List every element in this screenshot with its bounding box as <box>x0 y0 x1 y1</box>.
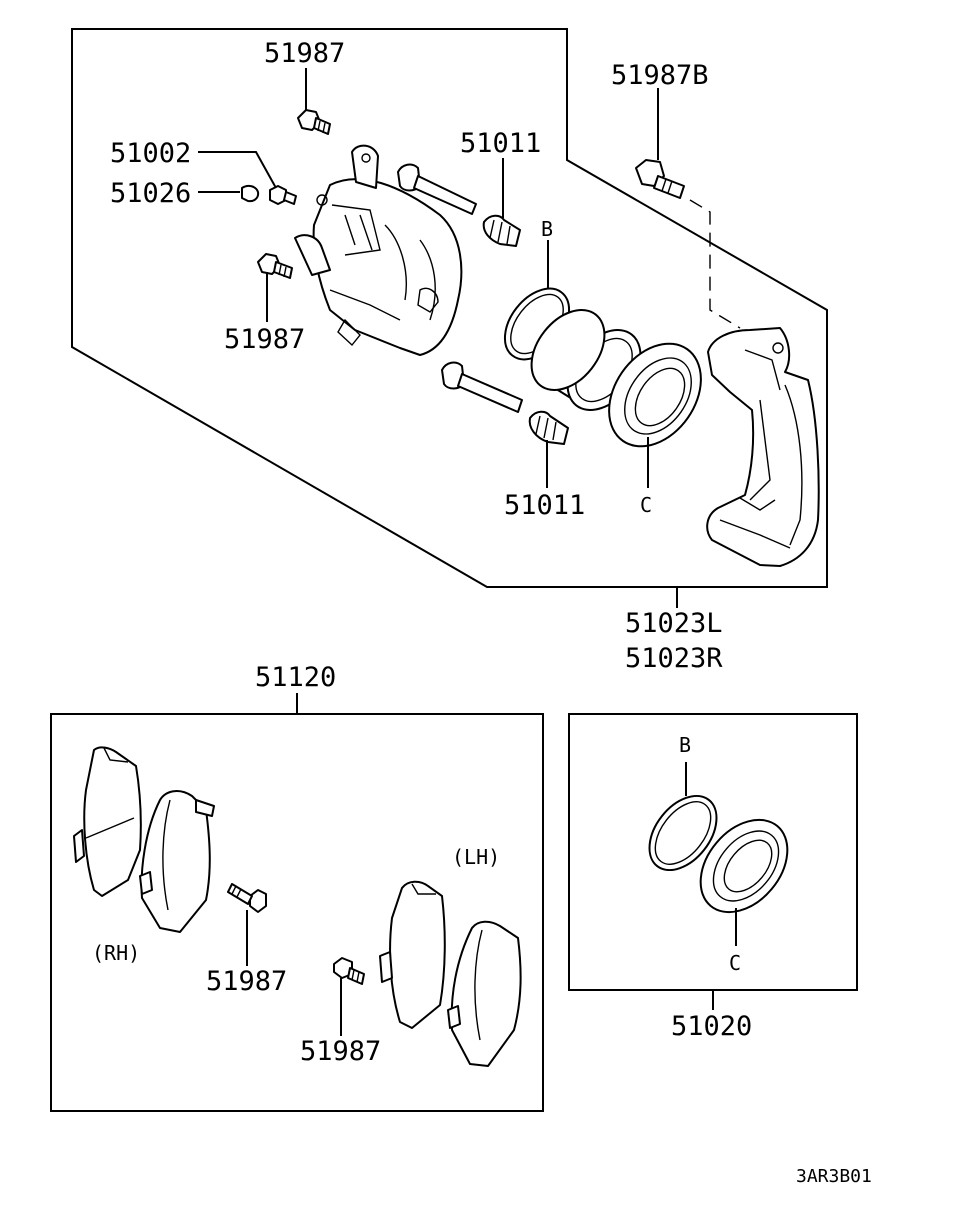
part-label-51023r: 51023R <box>625 643 723 674</box>
part-label-51987b: 51987B <box>611 60 709 91</box>
part-label-51011-bottom: 51011 <box>504 490 585 521</box>
caliper-assembly-outline <box>71 28 828 588</box>
piston-seal-b-lower <box>648 794 718 872</box>
brake-pad-rh-inner <box>139 790 215 933</box>
part-label-51026: 51026 <box>110 178 191 209</box>
part-label-51120: 51120 <box>255 662 336 693</box>
brake-pad-rh-outer <box>73 746 142 897</box>
pin-boot-51011-bottom <box>528 410 569 445</box>
part-label-51987-lh: 51987 <box>300 1036 381 1067</box>
bolt-51987-top <box>297 109 331 135</box>
side-label-rh: (RH) <box>92 941 140 965</box>
bolt-51987-left <box>257 253 293 279</box>
part-label-c-lower: C <box>729 951 741 975</box>
guide-pin-upper <box>397 163 477 215</box>
leader-51002 <box>198 151 277 189</box>
bleeder-screw-51002 <box>269 185 297 205</box>
part-label-b-upper: B <box>541 217 553 241</box>
caliper-bracket <box>706 327 820 567</box>
side-label-lh: (LH) <box>452 845 500 869</box>
bleeder-cap-51026 <box>241 184 260 203</box>
piston <box>530 309 642 411</box>
drawing-code: 3AR3B01 <box>796 1166 872 1187</box>
pin-boot-51011-top <box>482 214 521 247</box>
part-label-51987-left: 51987 <box>224 324 305 355</box>
guide-pin-lower <box>441 361 523 413</box>
bolt-51987-rh <box>227 883 267 913</box>
part-label-51023l: 51023L <box>625 608 723 639</box>
brake-pad-lh-inner <box>447 920 522 1067</box>
part-label-51987-top: 51987 <box>264 38 345 69</box>
part-label-c-upper: C <box>640 493 652 517</box>
bolt-51987b <box>635 159 685 199</box>
dust-boot-c-lower <box>699 818 789 914</box>
caliper-body <box>294 144 463 356</box>
dust-boot-c-upper <box>608 342 702 448</box>
brake-pad-lh-outer <box>379 880 446 1029</box>
part-label-51002: 51002 <box>110 138 191 169</box>
part-label-b-lower: B <box>679 733 691 757</box>
part-label-51020: 51020 <box>671 1011 752 1042</box>
bolt-51987-lh <box>333 957 365 985</box>
leader-51987b-dashed <box>689 199 741 329</box>
part-label-51987-rh: 51987 <box>206 966 287 997</box>
part-label-51011-top: 51011 <box>460 128 541 159</box>
